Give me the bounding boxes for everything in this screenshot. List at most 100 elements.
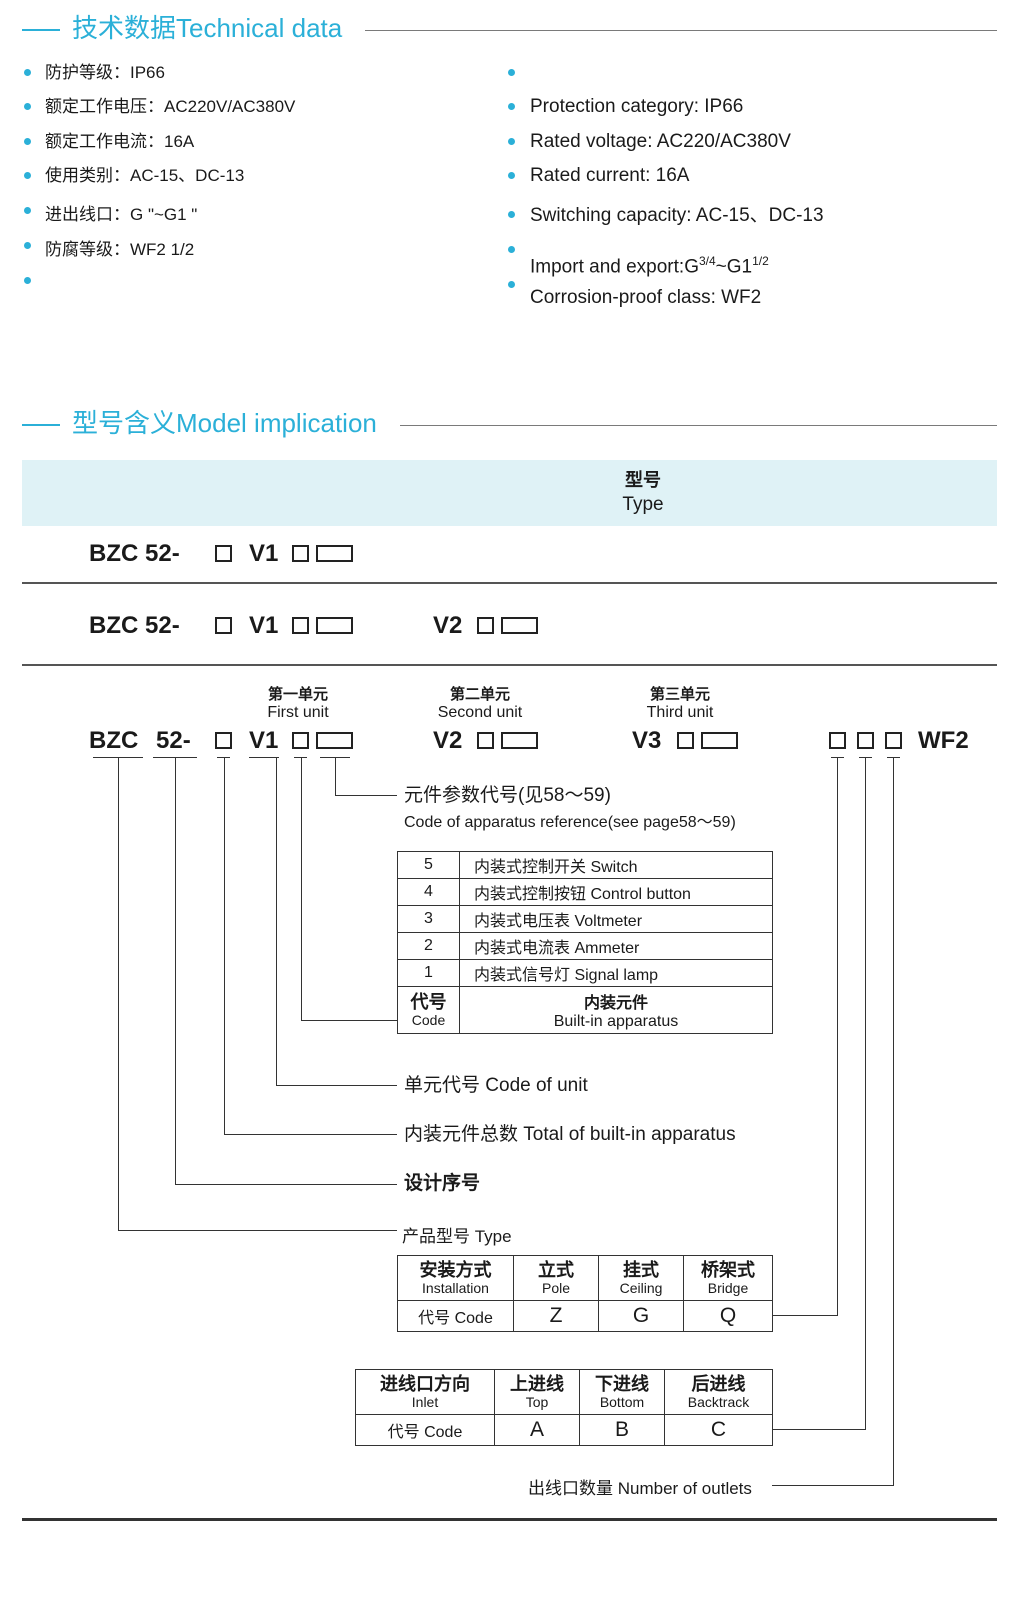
- table-row: 代号 Code Z G Q: [397, 1300, 773, 1332]
- v3-label: V3: [632, 727, 662, 754]
- bullet: [24, 69, 31, 76]
- v1-label: V1: [249, 612, 279, 639]
- leader-line: [175, 1184, 397, 1185]
- placeholder-wide-box: [501, 732, 538, 749]
- bullet: [24, 207, 31, 214]
- unit-code-desc: 单元代号 Code of unit: [404, 1075, 588, 1096]
- import-mid: ~G1: [715, 256, 753, 278]
- spec-cn: 防护等级：IP66: [45, 63, 165, 82]
- spec-cn: 额定工作电压：AC220V/AC380V: [45, 97, 296, 116]
- leader-line: [224, 1134, 397, 1135]
- apparatus-code: 2: [397, 932, 460, 960]
- apparatus-header-en: Built-in apparatus: [553, 1013, 679, 1030]
- apparatus-code: 1: [397, 959, 460, 987]
- placeholder-box: [215, 732, 232, 749]
- apparatus-header-cn: 内装元件: [583, 995, 648, 1012]
- bullet: [24, 138, 31, 145]
- placeholder-box: [292, 545, 309, 562]
- leader-line: [276, 757, 277, 1085]
- spec-en: Rated voltage: AC220/AC380V: [530, 131, 791, 152]
- leader-line: [772, 1315, 838, 1316]
- bullet: [508, 246, 515, 253]
- leader-line: [301, 757, 302, 1020]
- second-unit-cn: 第二单元: [449, 686, 510, 703]
- v2-label: V2: [433, 727, 463, 754]
- code-header-en: Code: [411, 1012, 446, 1028]
- spec-en: Protection category: IP66: [530, 96, 744, 117]
- bullet: [508, 281, 515, 288]
- model-title: 型号含义Model implication: [72, 408, 377, 438]
- spec-en: Rated current: 16A: [530, 165, 690, 186]
- leader-line: [224, 757, 225, 1134]
- placeholder-box: [677, 732, 694, 749]
- leader-line: [772, 1485, 894, 1486]
- model-prefix: BZC 52-: [89, 540, 180, 567]
- type-cn: 型号: [625, 470, 661, 490]
- apparatus-code: 5: [397, 851, 460, 879]
- inlet-bottom-en: Bottom: [599, 1394, 645, 1410]
- leader-line: [772, 1429, 866, 1430]
- bullet: [24, 242, 31, 249]
- spec-cn: 额定工作电流：16A: [45, 132, 195, 151]
- inlet-code-label: 代号 Code: [355, 1414, 495, 1446]
- placeholder-box: [292, 732, 309, 749]
- num-label: 52-: [156, 727, 191, 754]
- placeholder-wide-box: [316, 617, 353, 634]
- inlet-top-en: Top: [525, 1394, 549, 1410]
- bullet: [508, 103, 515, 110]
- placeholder-box: [857, 732, 874, 749]
- row-rule: [22, 582, 997, 584]
- apparatus-name: 内装式控制开关 Switch: [459, 851, 773, 879]
- leader-line: [301, 1020, 397, 1021]
- spec-cn: 进出线口：G "~G1 ": [45, 205, 198, 224]
- install-ceiling-cn: 挂式: [623, 1260, 659, 1280]
- spec-en-import: Import and export:G3/4~G11/2: [530, 250, 769, 278]
- v1-label: V1: [249, 727, 279, 754]
- apparatus-name: 内装式信号灯 Signal lamp: [459, 959, 773, 987]
- leader-line: [118, 1230, 397, 1231]
- leader-line: [865, 757, 866, 1429]
- inlet-code-a: A: [494, 1414, 580, 1446]
- inlet-header-cn: 进线口方向: [380, 1374, 470, 1394]
- first-unit-cn: 第一单元: [267, 686, 328, 703]
- leader-line: [118, 757, 119, 1230]
- leader-line: [175, 757, 176, 1184]
- third-unit-en: Third unit: [646, 704, 714, 721]
- v2-label: V2: [433, 612, 463, 639]
- placeholder-box: [829, 732, 846, 749]
- placeholder-box: [215, 617, 232, 634]
- install-code-g: G: [598, 1300, 684, 1332]
- inlet-header-en: Inlet: [411, 1394, 439, 1410]
- tech-title: 技术数据Technical data: [72, 13, 343, 43]
- placeholder-wide-box: [316, 545, 353, 562]
- v1-label: V1: [249, 540, 279, 567]
- underline: [249, 757, 279, 758]
- code-header-cn: 代号: [410, 992, 447, 1012]
- install-ceiling-en: Ceiling: [619, 1280, 663, 1296]
- apparatus-code: 4: [397, 878, 460, 906]
- type-en: Type: [622, 494, 664, 515]
- apparatus-name: 内装式电流表 Ammeter: [459, 932, 773, 960]
- leader-line: [893, 757, 894, 1485]
- row-rule: [22, 664, 997, 666]
- install-pole-en: Pole: [541, 1280, 571, 1296]
- inlet-top-cn: 上进线: [510, 1374, 564, 1394]
- install-pole-cn: 立式: [538, 1260, 574, 1280]
- bullet: [508, 211, 515, 218]
- inlet-backtrack-en: Backtrack: [687, 1394, 750, 1410]
- inlet-code-c: C: [664, 1414, 773, 1446]
- install-header-cn: 安装方式: [419, 1260, 492, 1280]
- type-header: 型号 Type: [22, 460, 997, 526]
- first-unit-en: First unit: [267, 704, 329, 721]
- bullet: [24, 103, 31, 110]
